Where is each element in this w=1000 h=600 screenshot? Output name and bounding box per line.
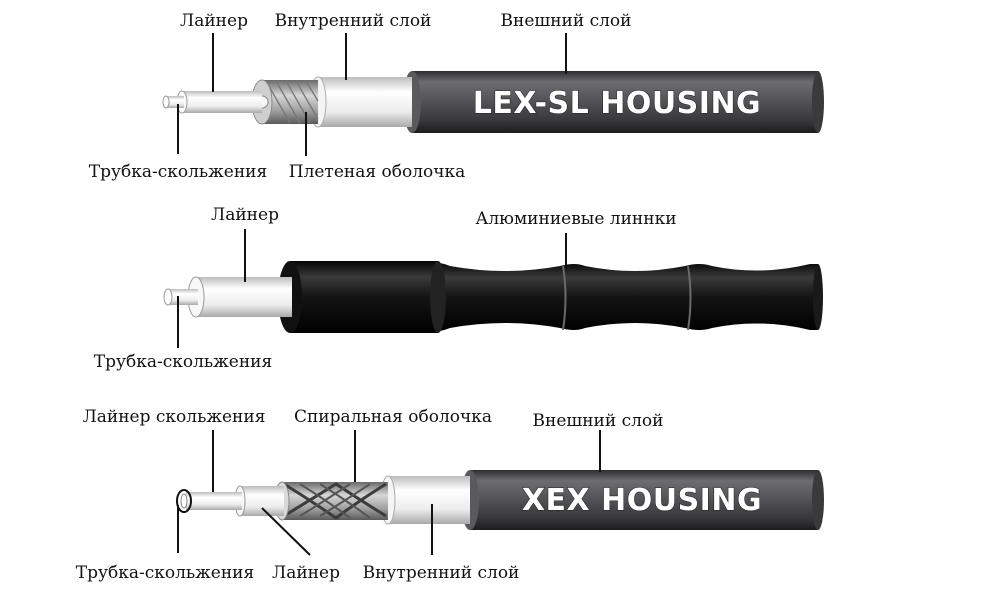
lex-liner xyxy=(162,90,262,114)
xex-slide-liner xyxy=(176,489,242,513)
xex-tube-label: Трубка-скольжения xyxy=(76,563,254,583)
alu-links-label: Алюминиевые линнки xyxy=(475,209,676,229)
lex-inner-label: Внутренний слой xyxy=(275,11,432,31)
xex-liner-label: Лайнер xyxy=(272,563,340,583)
xex-outer-label: Внешний слой xyxy=(533,411,664,431)
xex-spiral-label: Спиральная оболочка xyxy=(294,407,492,427)
cable-xex: XEX HOUSING Лайнер скольжения Спиральная… xyxy=(76,407,824,583)
xex-inner-label: Внутренний слой xyxy=(363,563,520,583)
alu-liner-label: Лайнер xyxy=(211,205,279,225)
xex-brand-text: XEX HOUSING xyxy=(522,483,762,518)
aluminium-liner xyxy=(163,276,292,318)
lex-brand-text: LEX-SL HOUSING xyxy=(473,86,761,121)
xex-outer-jacket xyxy=(461,470,824,530)
lex-liner-label: Лайнер xyxy=(180,11,248,31)
aluminium-links-body xyxy=(430,262,823,332)
xex-inner-layer xyxy=(380,475,470,525)
lex-tube-label: Трубка-скольжения xyxy=(89,162,267,182)
lex-braid-label: Плетеная оболочка xyxy=(289,162,465,182)
cable-lex-sl: LEX-SL HOUSING Лайнер Внутренний слой Вн… xyxy=(89,11,824,182)
xex-spiral-sheath xyxy=(274,481,388,521)
alu-tube-label: Трубка-скольжения xyxy=(94,352,272,372)
xex-liner-leader xyxy=(261,507,311,556)
cable-aluminium: Лайнер Алюминиевые линнки Трубка-скольже… xyxy=(94,205,823,372)
lex-inner-layer xyxy=(309,76,412,128)
xex-liner xyxy=(234,485,284,517)
lex-outer-label: Внешний слой xyxy=(501,11,632,31)
aluminium-black-sleeve xyxy=(278,261,446,333)
xex-slide-liner-label: Лайнер скольжения xyxy=(83,407,266,427)
